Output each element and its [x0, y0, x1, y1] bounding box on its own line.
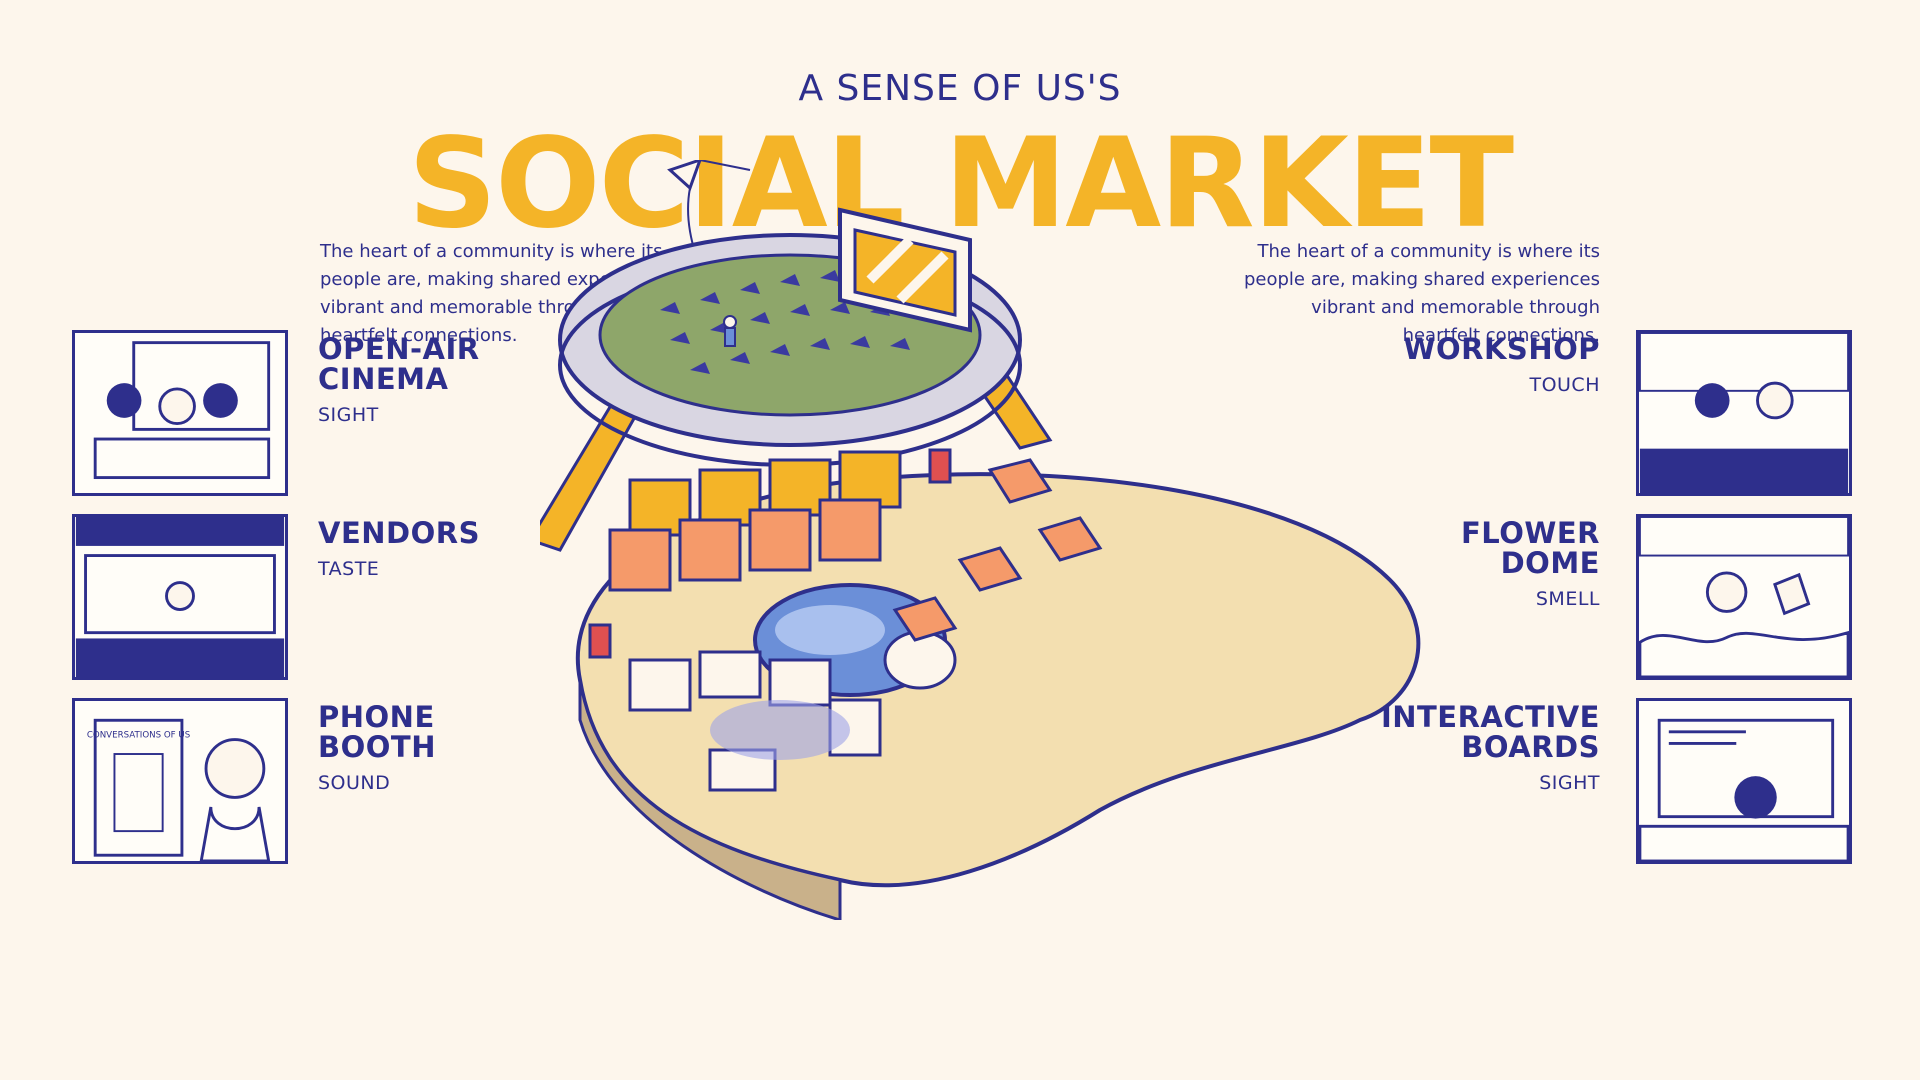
workshop-illustration [1639, 333, 1849, 493]
phone-booths [588, 448, 952, 659]
feature-name-workshop: WORKSHOP [1403, 332, 1600, 366]
phone-booth-illustration: CONVERSATIONS OF US [87, 718, 271, 861]
vendor-stalls [608, 450, 902, 592]
feature-name-vendors: VENDORS [318, 516, 480, 550]
phone-booth-panel: CONVERSATIONS OF US [72, 698, 288, 864]
interactive-boards [628, 650, 882, 792]
cinema-screen [838, 207, 972, 333]
interactive-board-illustration [1639, 718, 1849, 861]
description-right: The heart of a community is where its pe… [1243, 241, 1600, 346]
phone-booth-sign: CONVERSATIONS OF US [87, 731, 191, 741]
cinema-scene-illustration [93, 341, 271, 480]
vendors-panel [72, 514, 288, 680]
feature-sense-workshop: TOUCH [1529, 374, 1600, 396]
feature-sense-phone-booth: SOUND [318, 772, 391, 794]
social-market-map-illustration [540, 160, 1421, 920]
feature-name-phone-booth: PHONE BOOTH [318, 700, 436, 764]
feature-sense-vendors: TASTE [318, 558, 380, 580]
workshop-tables [892, 458, 1103, 642]
flower-dome-panel [1636, 514, 1852, 680]
description-left: The heart of a community is where its pe… [320, 241, 677, 346]
vendor-stall-illustration [75, 517, 285, 677]
page-title: SOCIAL MARKET [407, 112, 1514, 256]
feature-name-flower-dome: FLOWER DOME [1460, 516, 1600, 580]
flower-dome-illustration [1639, 517, 1849, 677]
feature-sense-cinema: SIGHT [318, 404, 379, 426]
feature-name-cinema: OPEN-AIR CINEMA [318, 332, 480, 396]
interactive-boards-panel [1636, 698, 1852, 864]
feature-sense-interactive-boards: SIGHT [1539, 772, 1600, 794]
page-subtitle: A SENSE OF US'S [798, 68, 1122, 109]
cinema-panel [72, 330, 288, 496]
kite-flyer-figure [723, 315, 737, 347]
feature-sense-flower-dome: SMELL [1535, 588, 1600, 610]
workshop-panel [1636, 330, 1852, 496]
feature-name-interactive-boards: INTERACTIVE BOARDS [1380, 700, 1600, 764]
